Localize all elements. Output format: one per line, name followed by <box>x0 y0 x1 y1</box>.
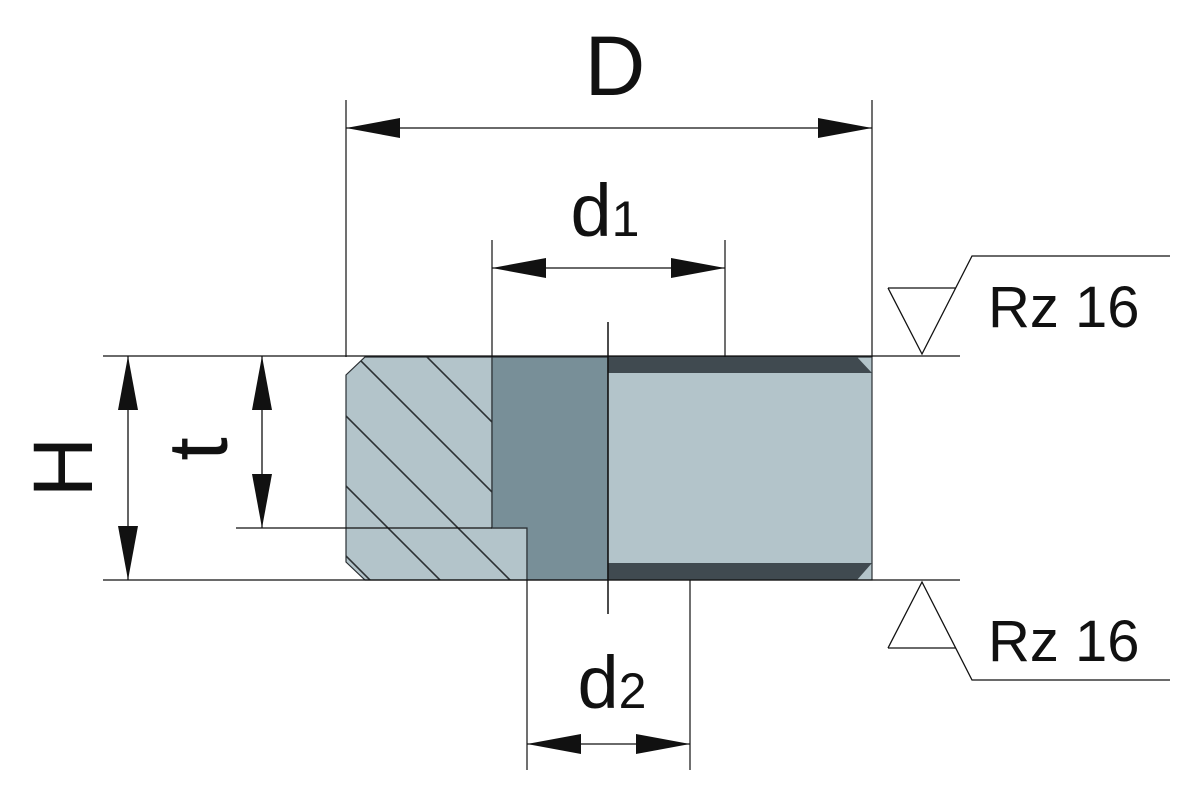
extension-lines <box>103 100 960 770</box>
finish-label-top: Rz 16 <box>988 275 1140 340</box>
surface-finish-bottom: Rz 16 <box>887 580 1170 681</box>
part-section <box>345 322 873 614</box>
dimension-lines <box>118 118 872 754</box>
finish-check-bottom <box>887 580 1170 681</box>
label-t: t <box>151 437 245 460</box>
section-hatch <box>346 357 527 580</box>
label-d1-main: d <box>571 169 612 252</box>
label-d1-sub: 1 <box>612 191 640 247</box>
finish-check-top <box>887 255 1170 356</box>
label-d2: d2 <box>578 641 647 724</box>
finish-label-bottom: Rz 16 <box>988 609 1140 674</box>
label-H: H <box>16 437 110 498</box>
label-d2-main: d <box>578 641 619 724</box>
label-d2-sub: 2 <box>619 663 647 719</box>
surface-finish-top: Rz 16 <box>887 255 1170 356</box>
right-body <box>607 356 873 581</box>
label-D: D <box>585 19 646 113</box>
label-d1: d1 <box>571 169 640 252</box>
bottom-band <box>608 563 872 580</box>
top-band <box>608 357 872 373</box>
